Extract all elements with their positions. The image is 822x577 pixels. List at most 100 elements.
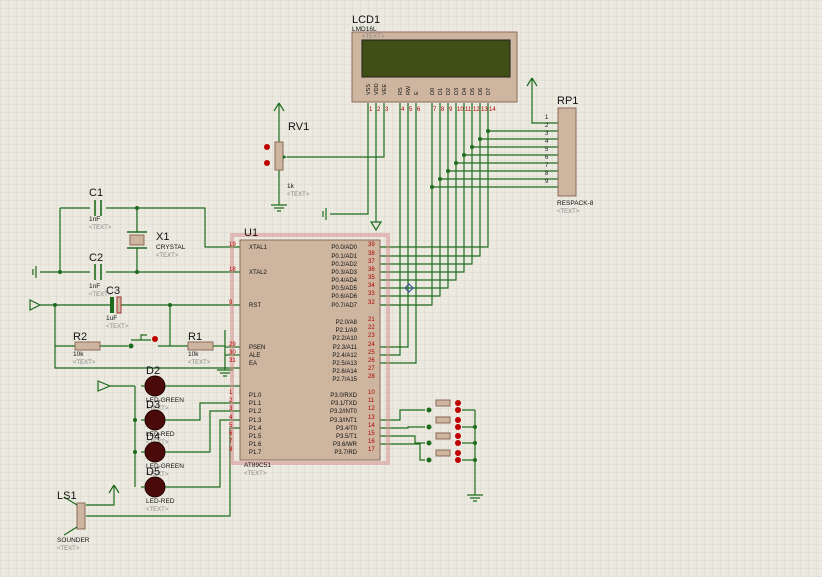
c2-capacitor[interactable]: C2 1nF <TEXT> [89,252,112,298]
u1-pin-number: 3 [229,406,233,412]
u1-pin-number: 34 [368,283,375,289]
rp1-ref: RP1 [557,95,578,107]
rp1-pin-number: 9 [545,179,549,185]
lcd-pin-number: 3 [385,107,389,113]
u1-pin-name: P1.5 [249,434,262,440]
c1-capacitor[interactable]: C1 1nF <TEXT> [89,187,112,231]
switch-4[interactable] [426,449,462,463]
c3-value: 1uF [106,315,117,322]
u1-pin-number: 6 [229,431,233,437]
rp1-part: RESPACK-8 [557,200,594,207]
u1-pin-number: 10 [368,390,375,396]
c2-ref: C2 [89,252,103,264]
lcd-pin-label: D6 [478,88,484,95]
u1-pin-name: P1.7 [249,450,262,456]
u1-pin-name: P3.4/T0 [336,426,358,432]
ls1-sounder[interactable]: LS1 SOUNDER <TEXT> [57,490,90,552]
led-ref: D4 [146,431,160,443]
r2-ref: R2 [73,331,87,343]
u1-pin-name: P3.3/INT1 [330,418,358,424]
lcd-pin-number: 12 [473,107,480,113]
c3-ref: C3 [106,285,120,297]
lcd-pin-label: VSS [366,84,372,95]
u1-pin-number: 13 [368,415,375,421]
u1-pin-name: P1.0 [249,393,262,399]
u1-pin-name: P0.7/AD7 [331,303,357,309]
reset-pushbutton[interactable] [128,334,159,349]
u1-pin-number: 27 [368,366,375,372]
u1-part: AT89C51 [244,462,271,469]
switch-2[interactable] [426,416,462,430]
rv1-text: <TEXT> [287,192,310,198]
c2-value: 1nF [89,283,100,290]
lcd-pin-number: 1 [369,107,373,113]
lcd-pin-label: D4 [462,88,468,95]
r2-resistor[interactable]: R2 10k <TEXT> [73,331,101,366]
u1-pin-number: 19 [229,242,236,248]
u1-pin-number: 29 [229,342,236,348]
lcd-pin-number: 6 [417,107,421,113]
led-body [144,441,166,463]
u1-pin-number: 5 [229,423,233,429]
u1-pin-number: 26 [368,358,375,364]
rv1-ref: RV1 [288,121,309,133]
x1-ref: X1 [156,231,169,243]
lcd-pin-number: 10 [457,107,464,113]
u1-pin-name: P2.5/A13 [332,361,357,367]
led-text: <TEXT> [146,406,169,412]
u1-pin-number: 33 [368,291,375,297]
led-part: LED-RED [146,431,175,438]
u1-pin-name: P1.6 [249,442,262,448]
rv1-dot-down [264,160,270,166]
u1-pin-number: 14 [368,423,375,429]
lcd-pin-label: RS [398,87,404,95]
u1-pin-number: 30 [229,350,236,356]
probe-marker [404,283,414,293]
u1-pin-name: P1.3 [249,418,262,424]
lcd-pin-label: D0 [430,88,436,95]
led-body [144,375,166,397]
u1-pin-name: P0.1/AD1 [331,254,357,260]
u1-pin-name: ALE [249,353,260,359]
u1-pin-number: 39 [368,242,375,248]
c1-value: 1nF [89,216,100,223]
c2-text: <TEXT> [89,292,112,298]
lcd-pin-label: E [414,91,420,95]
c3-capacitor[interactable]: C3 1uF <TEXT> [106,285,129,330]
u1-pin-name: P2.7/A15 [332,377,357,383]
lcd-screen [361,39,511,78]
u1-pin-name: P2.3/A11 [333,345,358,351]
u1-pin-name: P2.1/A9 [336,328,358,334]
lcd-pin-number: 2 [377,107,381,113]
lcd-pins: VSS1VDD2VEE3RS4RW5E6D07D18D29D310D411D51… [366,83,496,113]
u1-pin-number: 8 [229,447,233,453]
u1-text: <TEXT> [244,471,267,477]
r1-resistor[interactable]: R1 10k <TEXT> [187,331,214,366]
switch-1[interactable] [426,399,462,413]
u1-pin-number: 35 [368,275,375,281]
x1-crystal[interactable]: X1 CRYSTAL <TEXT> [127,231,186,259]
u1-pin-name: P2.6/A14 [332,369,357,375]
rp1-text: <TEXT> [557,209,580,215]
lcd-display[interactable]: LCD1 LMD16L <TEXT> VSS1VDD2VEE3RS4RW5E6D… [351,14,518,113]
rp1-pin-number: 5 [545,147,549,153]
rv1-potentiometer[interactable]: RV1 1k <TEXT> [264,121,310,198]
u1-pin-name: P1.1 [249,401,262,407]
p3-switches[interactable] [426,399,462,463]
u1-pin-name: P3.2/INT0 [330,409,358,415]
u1-pin-number: 28 [368,374,375,380]
u1-pin-name: P0.5/AD5 [331,286,357,292]
switch-3[interactable] [426,432,462,446]
lcd-pin-number: 8 [441,107,445,113]
rp1-pin-number: 4 [545,139,549,145]
power-symbols [108,77,538,497]
r1-text: <TEXT> [188,360,211,366]
